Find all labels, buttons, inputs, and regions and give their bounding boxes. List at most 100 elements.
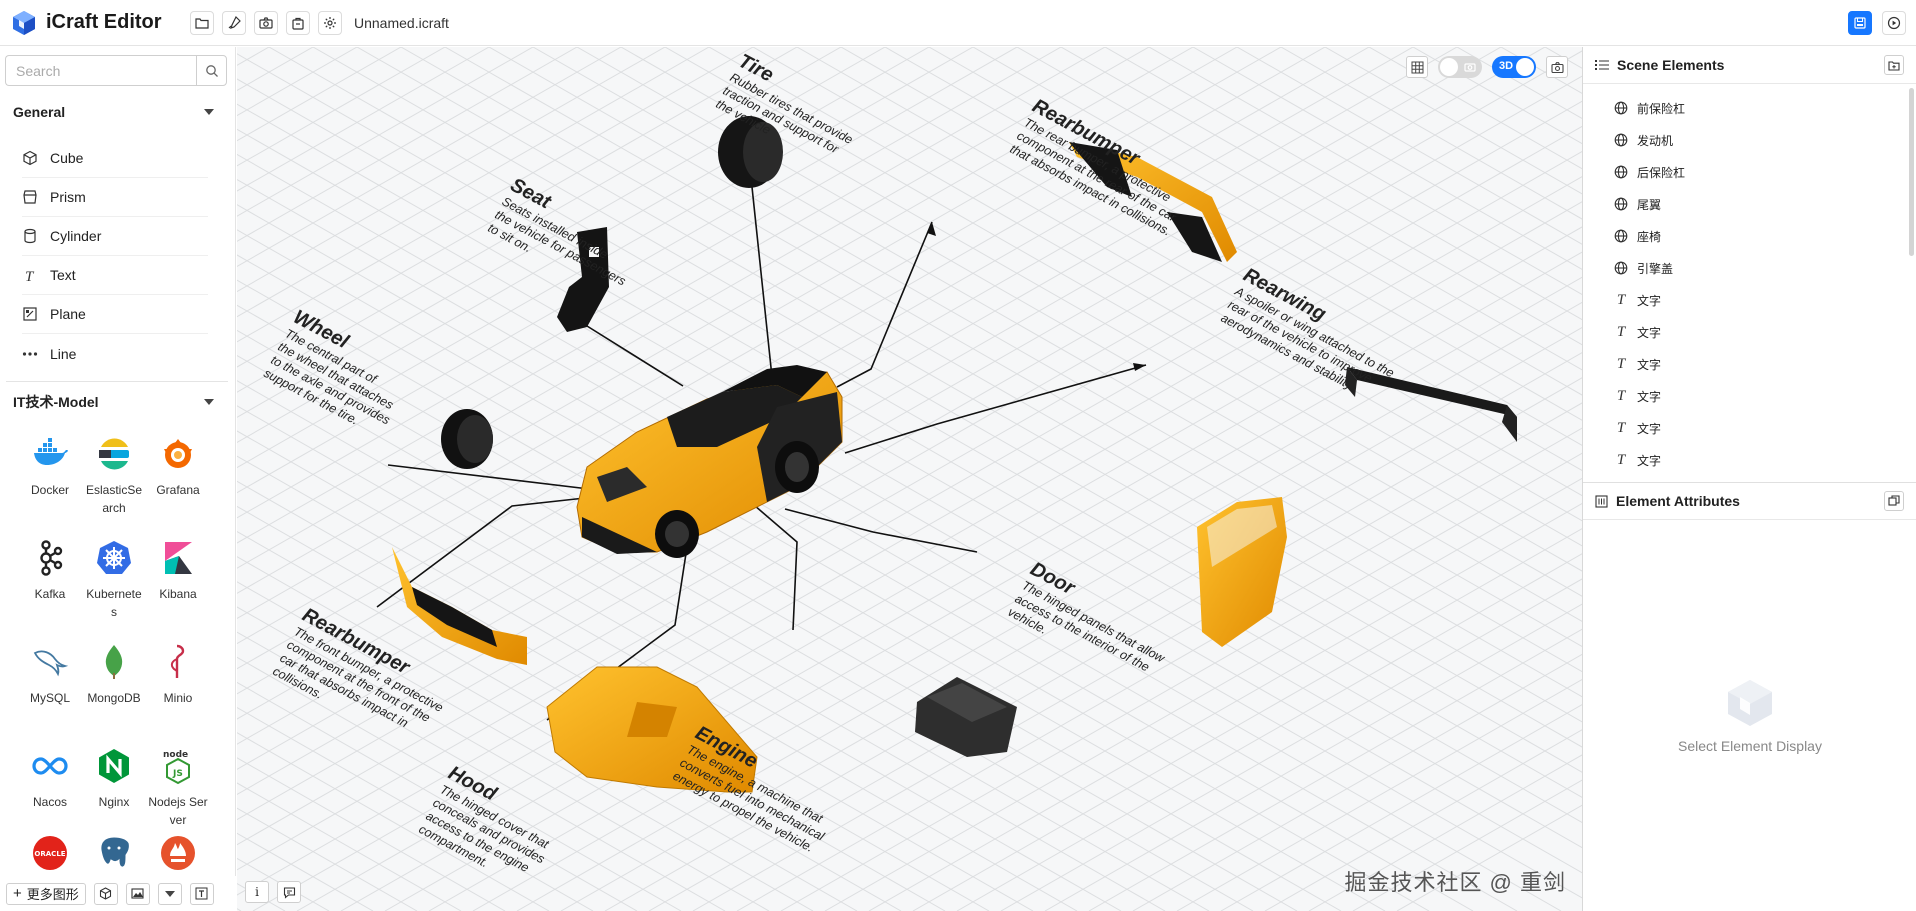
scene-elements-header: Scene Elements bbox=[1583, 47, 1916, 84]
left-sidebar: General Cube Prism Cylinder T Text Plane… bbox=[0, 47, 236, 911]
model-elasticsearch[interactable]: EslasticSearch bbox=[82, 433, 146, 537]
scene-element-label: 后保险杠 bbox=[1637, 165, 1686, 180]
grid-toggle-button[interactable] bbox=[1406, 56, 1428, 78]
model-kubernetes[interactable]: Kubernetes bbox=[82, 537, 146, 641]
front-bumper-part[interactable] bbox=[392, 547, 527, 665]
model-prometheus[interactable] bbox=[146, 833, 210, 873]
search-button[interactable] bbox=[196, 55, 227, 86]
shape-item-prism[interactable]: Prism bbox=[22, 178, 208, 217]
shape-item-text[interactable]: T Text bbox=[22, 256, 208, 295]
info-icon: i bbox=[255, 885, 259, 899]
engine-part[interactable] bbox=[915, 677, 1017, 757]
shape-item-line[interactable]: Line bbox=[22, 334, 208, 373]
shape-item-cube[interactable]: Cube bbox=[22, 139, 208, 178]
search-input[interactable] bbox=[5, 55, 196, 86]
it-models-section-header[interactable]: IT技术-Model bbox=[0, 387, 228, 417]
shape-item-plane[interactable]: Plane bbox=[22, 295, 208, 334]
camera-mode-toggle[interactable] bbox=[1438, 56, 1482, 78]
plus-icon: + bbox=[13, 885, 22, 902]
scene-element-item[interactable]: 引擎盖 bbox=[1583, 252, 1916, 284]
empty-state-text: Select Element Display bbox=[1678, 738, 1822, 754]
preview-play-button[interactable] bbox=[1882, 11, 1906, 35]
model-docker[interactable]: Docker bbox=[18, 433, 82, 537]
add-folder-button[interactable] bbox=[1884, 55, 1904, 75]
more-shapes-label: 更多图形 bbox=[26, 887, 79, 902]
model-mongodb[interactable]: MongoDB bbox=[82, 641, 146, 745]
model-label: Grafana bbox=[156, 483, 200, 497]
model-label: Minio bbox=[163, 691, 193, 705]
scene-element-item[interactable]: 座椅 bbox=[1583, 220, 1916, 252]
door-part[interactable] bbox=[1197, 497, 1287, 647]
rear-bumper-part[interactable] bbox=[1069, 142, 1237, 262]
save-button[interactable] bbox=[1848, 11, 1872, 35]
model-mysql[interactable]: MySQL bbox=[18, 641, 82, 745]
scene-element-label: 文字 bbox=[1637, 389, 1662, 404]
model-nodejs[interactable]: node JS Nodejs Server bbox=[146, 745, 210, 833]
model-postgresql[interactable] bbox=[82, 833, 146, 873]
3d-mode-toggle[interactable]: 3D bbox=[1492, 56, 1536, 78]
canvas-screenshot-button[interactable] bbox=[1546, 56, 1568, 78]
info-button[interactable]: i bbox=[245, 881, 269, 903]
model-minio[interactable]: Minio bbox=[146, 641, 210, 745]
prometheus-icon bbox=[161, 836, 195, 870]
globe-icon bbox=[1613, 133, 1629, 147]
brush-button[interactable] bbox=[222, 10, 246, 35]
screenshot-button[interactable] bbox=[254, 10, 278, 35]
svg-text:node: node bbox=[163, 750, 188, 760]
bag-button[interactable] bbox=[286, 10, 310, 35]
car-model[interactable] bbox=[576, 365, 843, 558]
dropdown-button[interactable] bbox=[157, 882, 182, 905]
file-name[interactable]: Unnamed.icraft bbox=[354, 14, 449, 31]
image-button[interactable] bbox=[125, 882, 150, 905]
scene-viewport[interactable] bbox=[237, 47, 1582, 911]
copy-attributes-button[interactable] bbox=[1884, 491, 1904, 511]
shape-item-label: Plane bbox=[50, 306, 86, 322]
model-grafana[interactable]: Grafana bbox=[146, 433, 210, 537]
tire-part[interactable] bbox=[718, 116, 783, 188]
scene-element-item[interactable]: 发动机 bbox=[1583, 124, 1916, 156]
top-toolbar: iCraft Editor Unnamed.icraft bbox=[0, 0, 1916, 46]
bag-icon bbox=[292, 17, 304, 30]
model-kibana[interactable]: Kibana bbox=[146, 537, 210, 641]
comment-button[interactable] bbox=[277, 881, 301, 903]
docker-icon bbox=[34, 438, 68, 465]
scene-element-item[interactable]: 后保险杠 bbox=[1583, 156, 1916, 188]
scene-canvas[interactable]: Tire Rubber tires that provide traction … bbox=[237, 47, 1582, 911]
grafana-icon bbox=[164, 439, 192, 468]
hood-part[interactable] bbox=[546, 666, 758, 793]
settings-button[interactable] bbox=[318, 10, 342, 35]
model-nginx[interactable]: Nginx bbox=[82, 745, 146, 833]
list-icon bbox=[1595, 60, 1609, 70]
scene-element-label: 前保险杠 bbox=[1637, 101, 1686, 116]
scene-element-item[interactable]: 尾翼 bbox=[1583, 188, 1916, 220]
rear-wing-part[interactable] bbox=[1345, 367, 1517, 442]
canvas-bottom-tools: i bbox=[245, 881, 309, 903]
wheel-part[interactable] bbox=[441, 409, 493, 469]
text-icon: T bbox=[1616, 451, 1626, 468]
model-kafka[interactable]: Kafka bbox=[18, 537, 82, 641]
model-label: Nacos bbox=[32, 795, 67, 809]
model-label: Kubernetes bbox=[86, 587, 142, 619]
open-folder-button[interactable] bbox=[190, 10, 214, 35]
general-section-header[interactable]: General bbox=[0, 97, 228, 127]
seat-part[interactable] bbox=[557, 227, 609, 332]
model-nacos[interactable]: Nacos bbox=[18, 745, 82, 833]
camera-icon bbox=[1464, 63, 1476, 72]
shape-item-cylinder[interactable]: Cylinder bbox=[22, 217, 208, 256]
more-shapes-button[interactable]: + 更多图形 bbox=[6, 882, 86, 905]
model-library-button[interactable] bbox=[93, 882, 118, 905]
model-oracle[interactable]: ORACLE bbox=[18, 833, 82, 873]
scene-list-scrollbar[interactable] bbox=[1909, 88, 1914, 256]
text-tool-button[interactable] bbox=[189, 882, 214, 905]
scene-element-item[interactable]: 前保险杠 bbox=[1583, 92, 1916, 124]
model-label: MongoDB bbox=[87, 691, 141, 705]
shape-item-label: Line bbox=[50, 345, 77, 362]
